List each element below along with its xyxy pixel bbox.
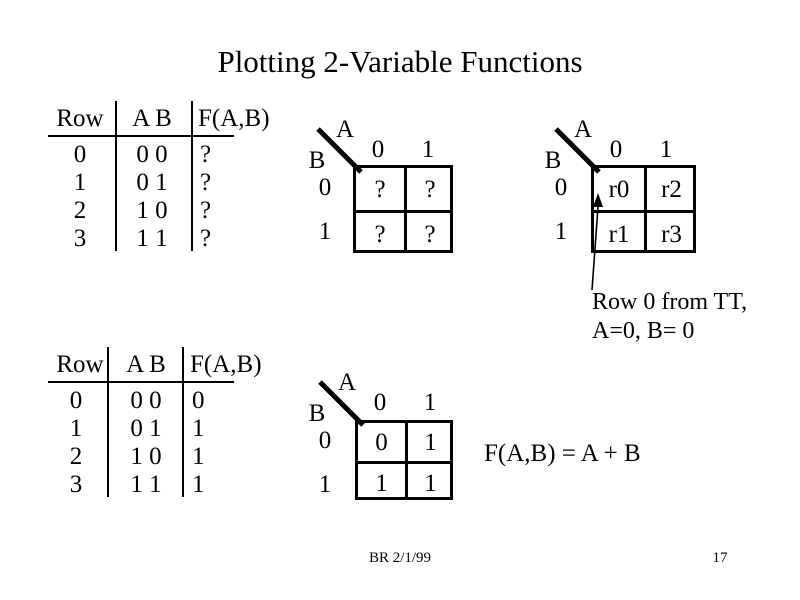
kmap-col-label-1: 1 bbox=[421, 136, 435, 163]
table-row: 3 bbox=[73, 225, 87, 252]
table-row: 1 bbox=[73, 169, 87, 196]
tt-bottom-header-f: F(A,B) bbox=[190, 351, 262, 378]
truth-table-bottom: Row A B F(A,B) 0 0 0 0 1 0 1 1 2 1 0 1 3… bbox=[48, 347, 288, 502]
table-row: ? bbox=[200, 169, 212, 196]
kmap-col-label-1: 1 bbox=[423, 389, 437, 416]
kmap-cell[interactable]: ? bbox=[424, 175, 436, 203]
table-row: ? bbox=[200, 141, 212, 168]
kmap-row-var-label: B bbox=[308, 147, 326, 174]
tt-bottom-divider-2 bbox=[182, 347, 184, 497]
kmap-row-var-label: B bbox=[308, 400, 326, 427]
kmap-row-label-0: 0 bbox=[554, 174, 568, 201]
kmap-row-label-1: 1 bbox=[318, 471, 332, 498]
table-row: 1 bbox=[192, 443, 205, 470]
annotation-text: Row 0 from TT, A=0, B= 0 bbox=[592, 288, 747, 346]
kmap-grid-vertical-divider bbox=[404, 168, 407, 250]
kmap-divider-slash bbox=[318, 380, 365, 427]
kmap-col-label-0: 0 bbox=[371, 136, 385, 163]
table-row: 0 bbox=[69, 387, 83, 414]
table-row: 2 bbox=[73, 197, 87, 224]
tt-top-header-rule bbox=[48, 135, 234, 137]
kmap-bottom: A B 0 1 0 1 0 1 1 1 bbox=[300, 368, 465, 513]
table-row: 0 bbox=[73, 141, 87, 168]
kmap-cell[interactable]: r3 bbox=[661, 220, 682, 248]
kmap-row-label-1: 1 bbox=[554, 218, 568, 245]
tt-bottom-header-rule bbox=[48, 381, 234, 383]
table-row: 1 bbox=[192, 415, 205, 442]
kmap-grid-horizontal-divider bbox=[594, 210, 693, 213]
kmap-cell[interactable]: ? bbox=[374, 220, 386, 248]
table-row: 1 0 bbox=[130, 443, 162, 470]
kmap-cell[interactable]: 1 bbox=[424, 428, 437, 456]
tt-top-header-f: F(A,B) bbox=[198, 105, 270, 132]
formula-text: F(A,B) = A + B bbox=[484, 440, 641, 467]
kmap-cell[interactable]: r1 bbox=[608, 220, 630, 248]
kmap-divider-slash bbox=[554, 127, 601, 174]
annotation-line-2: A=0, B= 0 bbox=[592, 318, 695, 344]
kmap-cell[interactable]: r0 bbox=[608, 175, 630, 203]
kmap-grid: 0 1 1 1 bbox=[355, 420, 453, 500]
kmap-col-label-1: 1 bbox=[659, 136, 673, 163]
kmap-divider-slash bbox=[316, 127, 363, 174]
table-row: 0 0 bbox=[136, 141, 168, 168]
kmap-cell[interactable]: ? bbox=[424, 220, 436, 248]
table-row: 0 0 bbox=[130, 387, 162, 414]
tt-bottom-header-ab: A B bbox=[126, 351, 166, 378]
kmap-col-label-0: 0 bbox=[373, 389, 387, 416]
kmap-cell[interactable]: 1 bbox=[375, 469, 388, 497]
kmap-cell[interactable]: 0 bbox=[375, 428, 388, 456]
kmap-row-label-1: 1 bbox=[318, 218, 332, 245]
truth-table-top: Row A B F(A,B) 0 0 0 ? 1 0 1 ? 2 1 0 ? 3… bbox=[48, 101, 288, 256]
kmap-row-label-0: 0 bbox=[318, 174, 332, 201]
kmap-grid: r0 r2 r1 r3 bbox=[591, 165, 696, 253]
table-row: 1 bbox=[69, 415, 83, 442]
tt-top-header-row: Row bbox=[56, 105, 104, 132]
kmap-col-var-label: A bbox=[335, 116, 355, 143]
kmap-row-label-0: 0 bbox=[318, 427, 332, 454]
kmap-cell[interactable]: ? bbox=[374, 175, 386, 203]
kmap-row-var-label: B bbox=[544, 147, 562, 174]
footer-date: BR 2/1/99 bbox=[368, 550, 432, 566]
page-title: Plotting 2-Variable Functions bbox=[217, 44, 583, 79]
table-row: 0 1 bbox=[130, 415, 162, 442]
table-row: 1 1 bbox=[130, 471, 162, 498]
table-row: 3 bbox=[69, 471, 83, 498]
table-row: 1 bbox=[192, 471, 205, 498]
kmap-grid: ? ? ? ? bbox=[353, 165, 453, 253]
table-row: 1 1 bbox=[136, 225, 168, 252]
kmap-cell[interactable]: r2 bbox=[661, 175, 682, 203]
kmap-col-var-label: A bbox=[337, 369, 357, 396]
table-row: 0 1 bbox=[136, 169, 168, 196]
annotation-leader-arrow bbox=[591, 193, 603, 291]
table-row: 2 bbox=[69, 443, 83, 470]
table-row: 0 bbox=[192, 387, 205, 414]
kmap-top-right: A B 0 1 0 1 r0 r2 r1 r3 bbox=[541, 115, 711, 260]
table-row: 1 0 bbox=[136, 197, 168, 224]
tt-top-divider-1 bbox=[115, 101, 117, 251]
annotation-line-1: Row 0 from TT, bbox=[592, 289, 748, 315]
kmap-grid-vertical-divider bbox=[405, 423, 408, 497]
table-row: ? bbox=[200, 197, 212, 224]
tt-top-divider-2 bbox=[191, 101, 193, 251]
page-number: 17 bbox=[712, 550, 728, 566]
kmap-grid-horizontal-divider bbox=[356, 210, 450, 213]
table-row: ? bbox=[200, 225, 212, 252]
tt-top-header-ab: A B bbox=[132, 105, 172, 132]
kmap-grid-vertical-divider bbox=[644, 168, 647, 250]
kmap-cell[interactable]: 1 bbox=[424, 469, 437, 497]
kmap-top-left: A B 0 1 0 1 ? ? ? ? bbox=[305, 115, 465, 260]
kmap-grid-horizontal-divider bbox=[358, 461, 450, 464]
tt-bottom-divider-1 bbox=[107, 347, 109, 497]
tt-bottom-header-row: Row bbox=[56, 351, 104, 378]
kmap-col-var-label: A bbox=[573, 116, 593, 143]
kmap-col-label-0: 0 bbox=[609, 136, 623, 163]
